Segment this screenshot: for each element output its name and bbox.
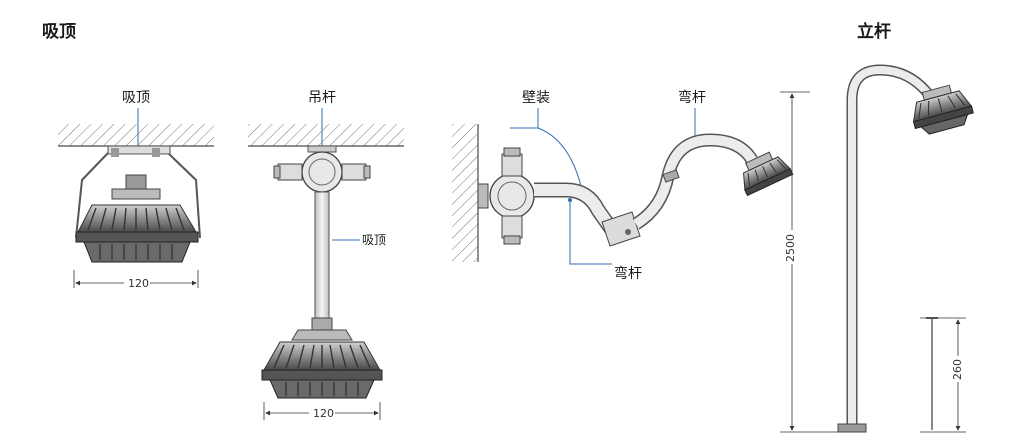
pole-base-reference: 260 <box>920 317 966 433</box>
ceiling-slab <box>58 124 214 146</box>
wall-bracket-leader <box>569 200 612 265</box>
wall-flexible-arm <box>633 134 757 229</box>
wall-lamp <box>743 151 794 197</box>
pole-height-value: 2500 <box>784 234 797 262</box>
pendant-mount-section: 吊杆 吸顶 <box>248 90 404 420</box>
pole-section-title: 立杆 <box>857 21 891 42</box>
ceiling-width-dimension: 120 <box>73 270 199 290</box>
pendant-width-dimension: 120 <box>263 402 381 420</box>
wall-bracket-label: 弯杆 <box>614 265 642 282</box>
pendant-mount-label: 吊杆 <box>308 90 336 106</box>
wall-arm-label: 弯杆 <box>678 89 706 106</box>
pole-lamp <box>912 84 974 135</box>
wall-junction-box <box>477 147 535 245</box>
ceiling-mount-label: 吸顶 <box>122 90 150 106</box>
pendant-junction-box <box>273 145 371 193</box>
pendant-rod-label: 吸顶 <box>362 233 386 247</box>
ceiling-mount-section: 吸顶 吸顶 <box>42 22 214 290</box>
wall-mount-leader <box>510 108 583 191</box>
ceiling-section-title: 吸顶 <box>42 22 76 42</box>
ceiling-width-value: 120 <box>128 277 149 290</box>
wall-mount-label: 壁装 <box>522 90 550 106</box>
pendant-width-value: 120 <box>313 407 334 420</box>
wall-bent-arm <box>534 184 617 234</box>
pole-base <box>837 423 867 433</box>
wall-surface <box>452 124 478 262</box>
ceiling-lamp <box>75 174 199 263</box>
pole-shaft <box>848 65 934 430</box>
wall-secondary-box <box>601 211 641 247</box>
ceiling-bracket <box>75 152 201 239</box>
pendant-ceiling-slab <box>248 124 404 146</box>
pole-base-value: 260 <box>951 359 964 380</box>
wall-mount-section: 壁装 弯杆 弯杆 <box>452 89 794 282</box>
pendant-rod <box>314 191 330 321</box>
pole-mount-section: 立杆 2500 <box>780 21 974 433</box>
pendant-lamp <box>261 329 383 399</box>
pole-height-dimension: 2500 <box>780 91 850 433</box>
